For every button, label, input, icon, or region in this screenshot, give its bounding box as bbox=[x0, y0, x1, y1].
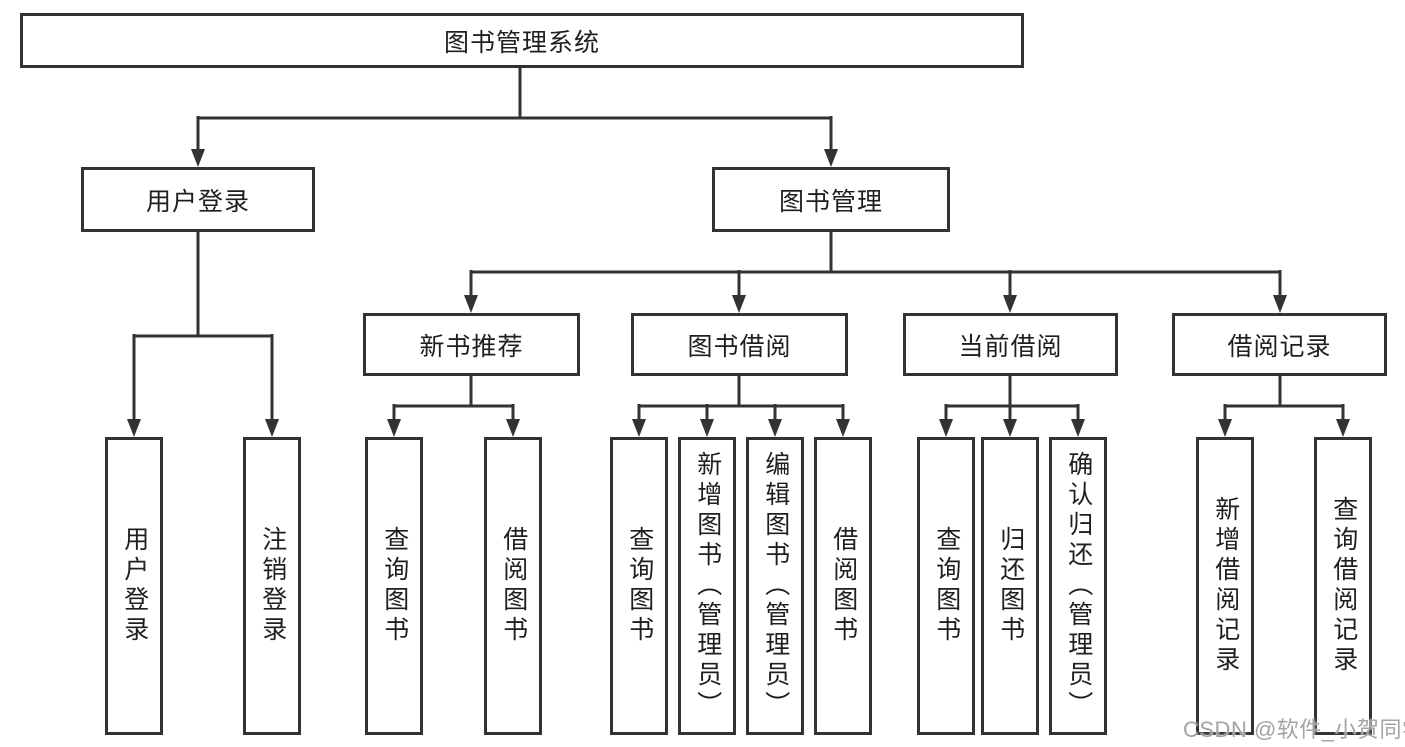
connector-borrow-records bbox=[1223, 376, 1345, 421]
node-label: 图书管理系统 bbox=[443, 28, 600, 57]
leaf-query-books-recommend: 查询图书 bbox=[365, 437, 423, 735]
leaf-label: 用户登录 bbox=[120, 526, 149, 646]
node-book-management: 图书管理 bbox=[712, 167, 950, 232]
arrow-down-icon bbox=[632, 419, 646, 437]
arrow-down-icon bbox=[387, 419, 401, 437]
leaf-user-login: 用户登录 bbox=[105, 437, 163, 735]
leaf-query-borrow-record: 查询借阅记录 bbox=[1314, 437, 1372, 735]
leaf-label: 注销登录 bbox=[258, 526, 287, 646]
leaf-label: 确认归还（管理员） bbox=[1064, 451, 1093, 721]
arrow-down-icon bbox=[191, 149, 205, 167]
arrowheads bbox=[127, 149, 1350, 437]
leaf-query-books: 查询图书 bbox=[610, 437, 668, 735]
leaf-query-current: 查询图书 bbox=[917, 437, 975, 735]
leaf-borrow-books: 借阅图书 bbox=[814, 437, 872, 735]
arrow-down-icon bbox=[464, 295, 478, 313]
connector-new-books bbox=[392, 376, 515, 421]
leaf-label: 归还图书 bbox=[996, 526, 1025, 646]
leaf-label: 查询图书 bbox=[625, 526, 654, 646]
csdn-watermark: CSDN @软件_小贺同学 bbox=[1183, 717, 1405, 742]
node-label: 新书推荐 bbox=[419, 332, 524, 361]
node-borrow-records: 借阅记录 bbox=[1172, 313, 1387, 376]
leaf-label: 借阅图书 bbox=[829, 526, 858, 646]
leaf-confirm-return-admin: 确认归还（管理员） bbox=[1049, 437, 1107, 735]
arrow-down-icon bbox=[1003, 295, 1017, 313]
arrow-down-icon bbox=[127, 419, 141, 437]
arrow-down-icon bbox=[1071, 419, 1085, 437]
leaf-label: 新增图书（管理员） bbox=[693, 451, 722, 721]
leaf-label: 编辑图书（管理员） bbox=[761, 451, 790, 721]
connector-root bbox=[196, 68, 833, 152]
node-root-system: 图书管理系统 bbox=[20, 13, 1024, 68]
connector-book-borrow bbox=[637, 376, 845, 421]
leaf-label: 借阅图书 bbox=[499, 526, 528, 646]
arrow-down-icon bbox=[1273, 295, 1287, 313]
node-label: 借阅记录 bbox=[1227, 332, 1332, 361]
leaf-add-books-admin: 新增图书（管理员） bbox=[678, 437, 736, 735]
arrow-down-icon bbox=[939, 419, 953, 437]
node-new-book-recommend: 新书推荐 bbox=[363, 313, 580, 376]
leaf-label: 查询图书 bbox=[932, 526, 961, 646]
arrow-down-icon bbox=[1336, 419, 1350, 437]
arrow-down-icon bbox=[265, 419, 279, 437]
node-user-login: 用户登录 bbox=[81, 167, 315, 232]
leaf-add-borrow-record: 新增借阅记录 bbox=[1196, 437, 1254, 735]
node-label: 当前借阅 bbox=[958, 332, 1063, 361]
leaf-return-books: 归还图书 bbox=[981, 437, 1039, 735]
arrow-down-icon bbox=[824, 149, 838, 167]
node-book-borrow: 图书借阅 bbox=[631, 313, 848, 376]
node-label: 图书借阅 bbox=[687, 332, 792, 361]
node-label: 用户登录 bbox=[145, 187, 250, 216]
leaf-logout: 注销登录 bbox=[243, 437, 301, 735]
node-label: 图书管理 bbox=[778, 187, 883, 216]
leaf-label: 新增借阅记录 bbox=[1211, 496, 1240, 676]
connector-book-management bbox=[469, 232, 1282, 297]
node-current-borrow: 当前借阅 bbox=[903, 313, 1118, 376]
arrow-down-icon bbox=[700, 419, 714, 437]
connector-user-login bbox=[132, 232, 274, 421]
arrow-down-icon bbox=[836, 419, 850, 437]
leaf-borrow-books-recommend: 借阅图书 bbox=[484, 437, 542, 735]
arrow-down-icon bbox=[1218, 419, 1232, 437]
arrow-down-icon bbox=[732, 295, 746, 313]
connector-current-borrow bbox=[944, 376, 1080, 421]
leaf-label: 查询借阅记录 bbox=[1329, 496, 1358, 676]
arrow-down-icon bbox=[506, 419, 520, 437]
leaf-label: 查询图书 bbox=[380, 526, 409, 646]
arrow-down-icon bbox=[1003, 419, 1017, 437]
arrow-down-icon bbox=[768, 419, 782, 437]
leaf-edit-books-admin: 编辑图书（管理员） bbox=[746, 437, 804, 735]
